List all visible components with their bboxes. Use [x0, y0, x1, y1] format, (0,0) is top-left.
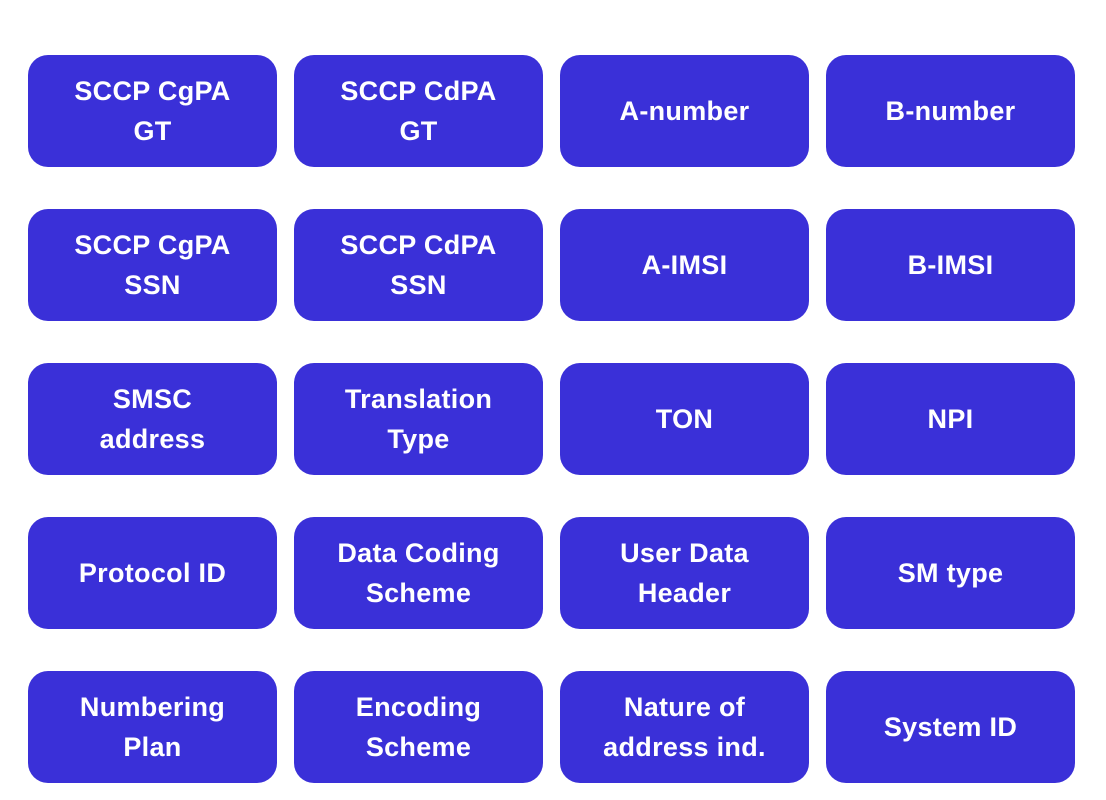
tile-sccp-cgpa-ssn[interactable]: SCCP CgPA SSN [28, 209, 277, 321]
tile-sccp-cdpa-gt[interactable]: SCCP CdPA GT [294, 55, 543, 167]
tile-numbering-plan[interactable]: Numbering Plan [28, 671, 277, 783]
tile-ton[interactable]: TON [560, 363, 809, 475]
tile-data-coding-scheme[interactable]: Data Coding Scheme [294, 517, 543, 629]
tile-b-number[interactable]: B-number [826, 55, 1075, 167]
parameter-tile-grid: SCCP CgPA GT SCCP CdPA GT A-number B-num… [28, 55, 1075, 783]
tile-b-imsi[interactable]: B-IMSI [826, 209, 1075, 321]
tile-system-id[interactable]: System ID [826, 671, 1075, 783]
tile-sccp-cdpa-ssn[interactable]: SCCP CdPA SSN [294, 209, 543, 321]
tile-npi[interactable]: NPI [826, 363, 1075, 475]
tile-translation-type[interactable]: Translation Type [294, 363, 543, 475]
tile-a-imsi[interactable]: A-IMSI [560, 209, 809, 321]
tile-a-number[interactable]: A-number [560, 55, 809, 167]
tile-protocol-id[interactable]: Protocol ID [28, 517, 277, 629]
tile-user-data-header[interactable]: User Data Header [560, 517, 809, 629]
tile-sm-type[interactable]: SM type [826, 517, 1075, 629]
tile-nature-of-address-ind[interactable]: Nature of address ind. [560, 671, 809, 783]
tile-sccp-cgpa-gt[interactable]: SCCP CgPA GT [28, 55, 277, 167]
tile-encoding-scheme[interactable]: Encoding Scheme [294, 671, 543, 783]
tile-smsc-address[interactable]: SMSC address [28, 363, 277, 475]
